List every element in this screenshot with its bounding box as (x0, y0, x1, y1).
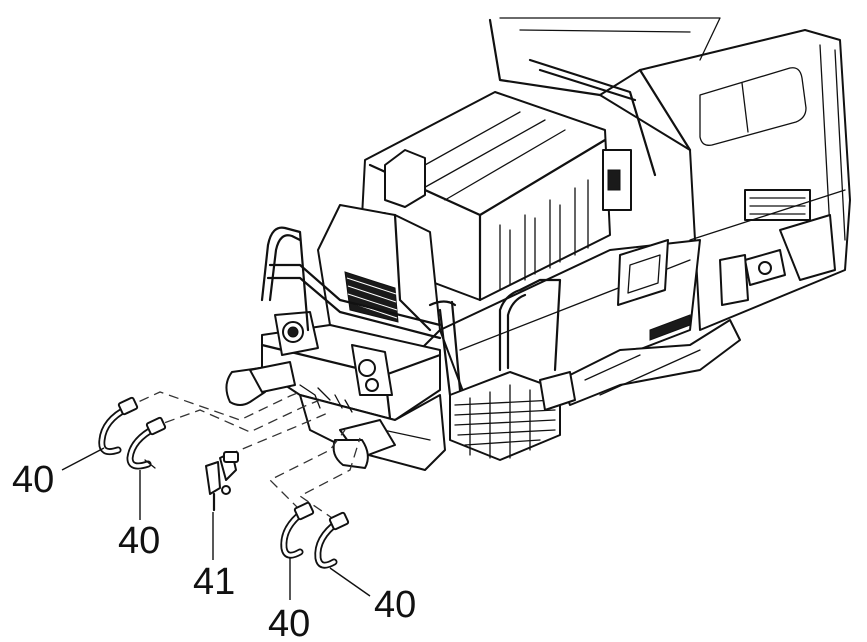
coupling-41 (205, 451, 239, 512)
callout-40: 40 (268, 603, 310, 642)
callout-41: 41 (193, 561, 235, 603)
callout-40: 40 (118, 520, 160, 562)
leader-lines (61, 447, 371, 600)
brake-hose-40-a (98, 396, 139, 456)
brake-hose-40-d (314, 511, 350, 569)
locomotive-illustration (225, 17, 851, 471)
brake-hose-40-c (280, 501, 315, 559)
callouts: 40 40 41 40 40 (12, 459, 416, 642)
callout-40: 40 (12, 459, 54, 501)
brake-hose-40-b (126, 416, 167, 470)
dashed-connection-lines (124, 391, 361, 521)
callout-40: 40 (374, 584, 416, 626)
